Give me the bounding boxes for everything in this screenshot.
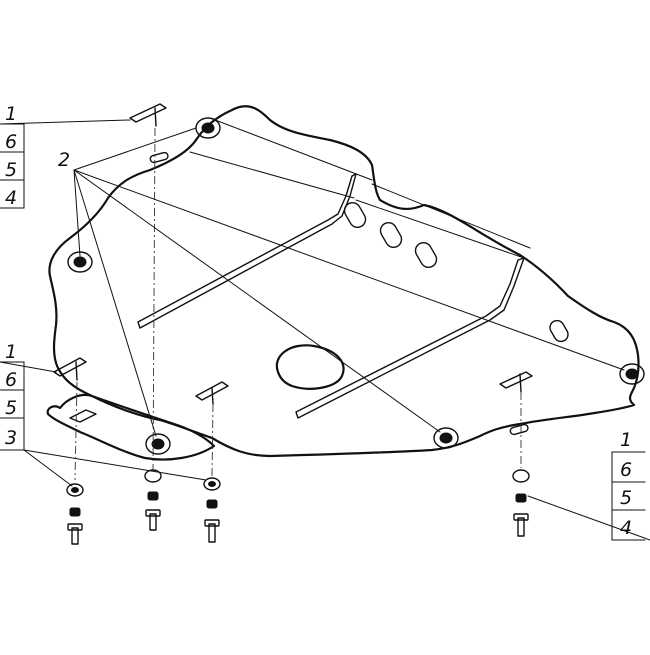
fastener-stack (66, 483, 84, 545)
clip-right (499, 371, 533, 393)
plate-callout-label: 2 (58, 149, 70, 171)
crease-4 (371, 183, 531, 249)
mounting-hole (67, 251, 93, 273)
crease-3 (355, 199, 525, 259)
crease-1 (209, 117, 373, 181)
callout-label: 3 (5, 427, 17, 449)
callout-label: 1 (620, 429, 632, 451)
rib-right (295, 257, 525, 419)
clip-left (53, 357, 87, 381)
vent-slots (343, 201, 569, 343)
vent-slot (549, 319, 569, 343)
callout-label: 5 (5, 159, 17, 181)
clip-top (129, 103, 167, 127)
callout-label: 1 (5, 341, 17, 363)
callout-label: 6 (5, 369, 17, 391)
callout-mid-left: 1 6 5 3 (0, 341, 25, 451)
vent-slot (414, 241, 438, 269)
skid-plate (46, 105, 640, 461)
fastener-stack (512, 469, 530, 537)
front-flap-slot (69, 409, 97, 423)
clip-center (195, 381, 229, 405)
vent-slot (343, 201, 367, 229)
rib-left (137, 173, 357, 329)
small-slot (149, 151, 169, 164)
mounting-hole (195, 117, 221, 139)
small-slot (509, 423, 529, 436)
assembly-axes (74, 127, 522, 481)
leader-lines (0, 119, 650, 541)
fastener-stack (203, 477, 221, 543)
mounting-hole (619, 363, 645, 385)
oval-opening (275, 344, 345, 390)
fastener-stacks (66, 469, 530, 545)
callout-label: 6 (620, 459, 632, 481)
front-flap (46, 393, 216, 461)
callout-bottom-right: 1 6 5 4 (611, 429, 646, 541)
plate-outline (48, 105, 640, 458)
mounting-holes (67, 117, 645, 455)
vent-slot (379, 221, 403, 249)
callout-label: 5 (620, 487, 632, 509)
clips (53, 103, 533, 405)
callout-label: 1 (5, 103, 17, 125)
callout-label: 4 (620, 517, 632, 539)
crease-2 (189, 151, 355, 199)
callout-top-left: 1 6 5 4 (0, 103, 25, 209)
mounting-hole (145, 433, 171, 455)
fastener-stack (144, 469, 162, 531)
callout-label: 6 (5, 131, 17, 153)
callout-label: 5 (5, 397, 17, 419)
mounting-hole (433, 427, 459, 449)
callout-label: 4 (5, 187, 17, 209)
